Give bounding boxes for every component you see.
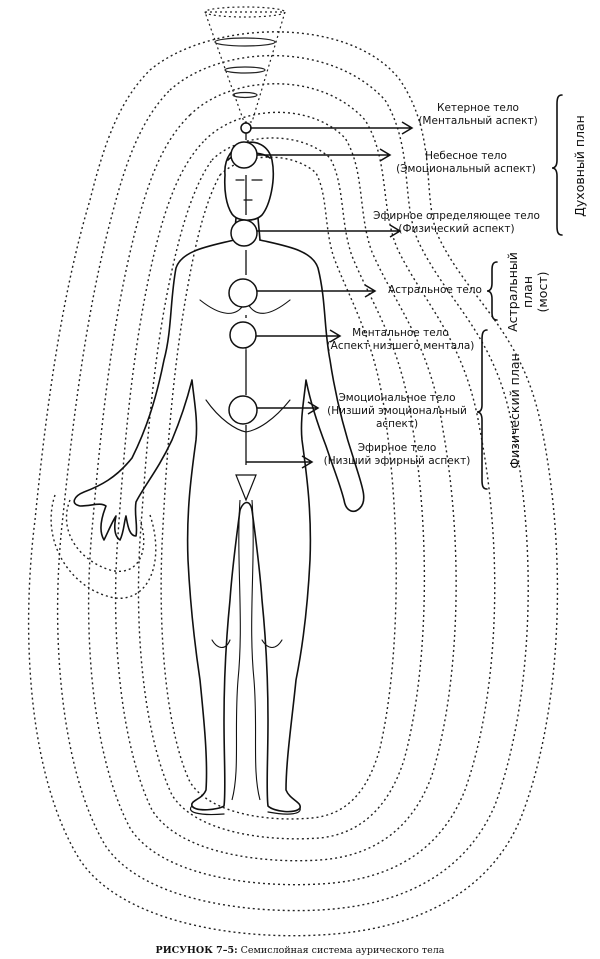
aura-layer-2 [160, 156, 397, 820]
plane-astral: Астральный план (мост) [505, 252, 550, 332]
arrow-mental [256, 329, 342, 343]
chakra-crown [240, 122, 252, 134]
crown-cone [204, 6, 286, 123]
chakra-throat [230, 219, 258, 247]
arrow-etheric [246, 455, 314, 469]
label-celestial-body: Небесное тело (Эмоциональный аспект) [396, 150, 536, 175]
bracket-spiritual [551, 94, 563, 236]
plane-spiritual: Духовный план [572, 115, 587, 217]
label-etheric-template-body: Эфирное определяющее тело (Физический ас… [373, 210, 540, 235]
hand-aura-2 [50, 494, 157, 599]
figure-caption: РИСУНОК 7–5: Семислойная система ауричес… [0, 945, 600, 957]
aura-layers [27, 31, 559, 937]
body-outline [73, 239, 241, 811]
arrow-celestial [257, 148, 392, 162]
plane-brackets [476, 94, 563, 490]
arrow-etheric-template [257, 224, 402, 238]
chakra-heart [228, 278, 258, 308]
label-emotional-body: Эмоциональное тело (Низший эмоциональный… [327, 392, 467, 430]
bracket-astral [486, 261, 498, 321]
arrow-causal [250, 121, 414, 135]
pointer-arrows [246, 121, 414, 469]
arrow-emotional [257, 401, 320, 415]
chakra-sacral [228, 395, 258, 425]
caption-text: Семислойная система аурического тела [240, 945, 445, 956]
caption-prefix: РИСУНОК 7–5: [155, 945, 238, 956]
aura-layer-5 [87, 83, 496, 886]
label-mental-body: Ментальное тело (Аспект низшего ментала) [326, 327, 475, 352]
aura-layer-3 [137, 137, 426, 840]
plane-physical: Физический план [507, 353, 522, 469]
chakra-solar [229, 321, 257, 349]
label-causal-body: Кетерное тело (Ментальный аспект) [418, 102, 538, 127]
human-figure [73, 141, 365, 816]
chakra-brow [230, 141, 258, 169]
label-etheric-body: Эфирное тело (Низший эфирный аспект) [323, 442, 471, 467]
bracket-physical [476, 329, 488, 490]
chakra-circles [228, 122, 258, 425]
hand-aura-1 [65, 499, 145, 572]
aura-layer-6 [56, 54, 529, 912]
label-astral-body: Астральное тело [388, 284, 482, 296]
arrow-astral [257, 284, 377, 298]
